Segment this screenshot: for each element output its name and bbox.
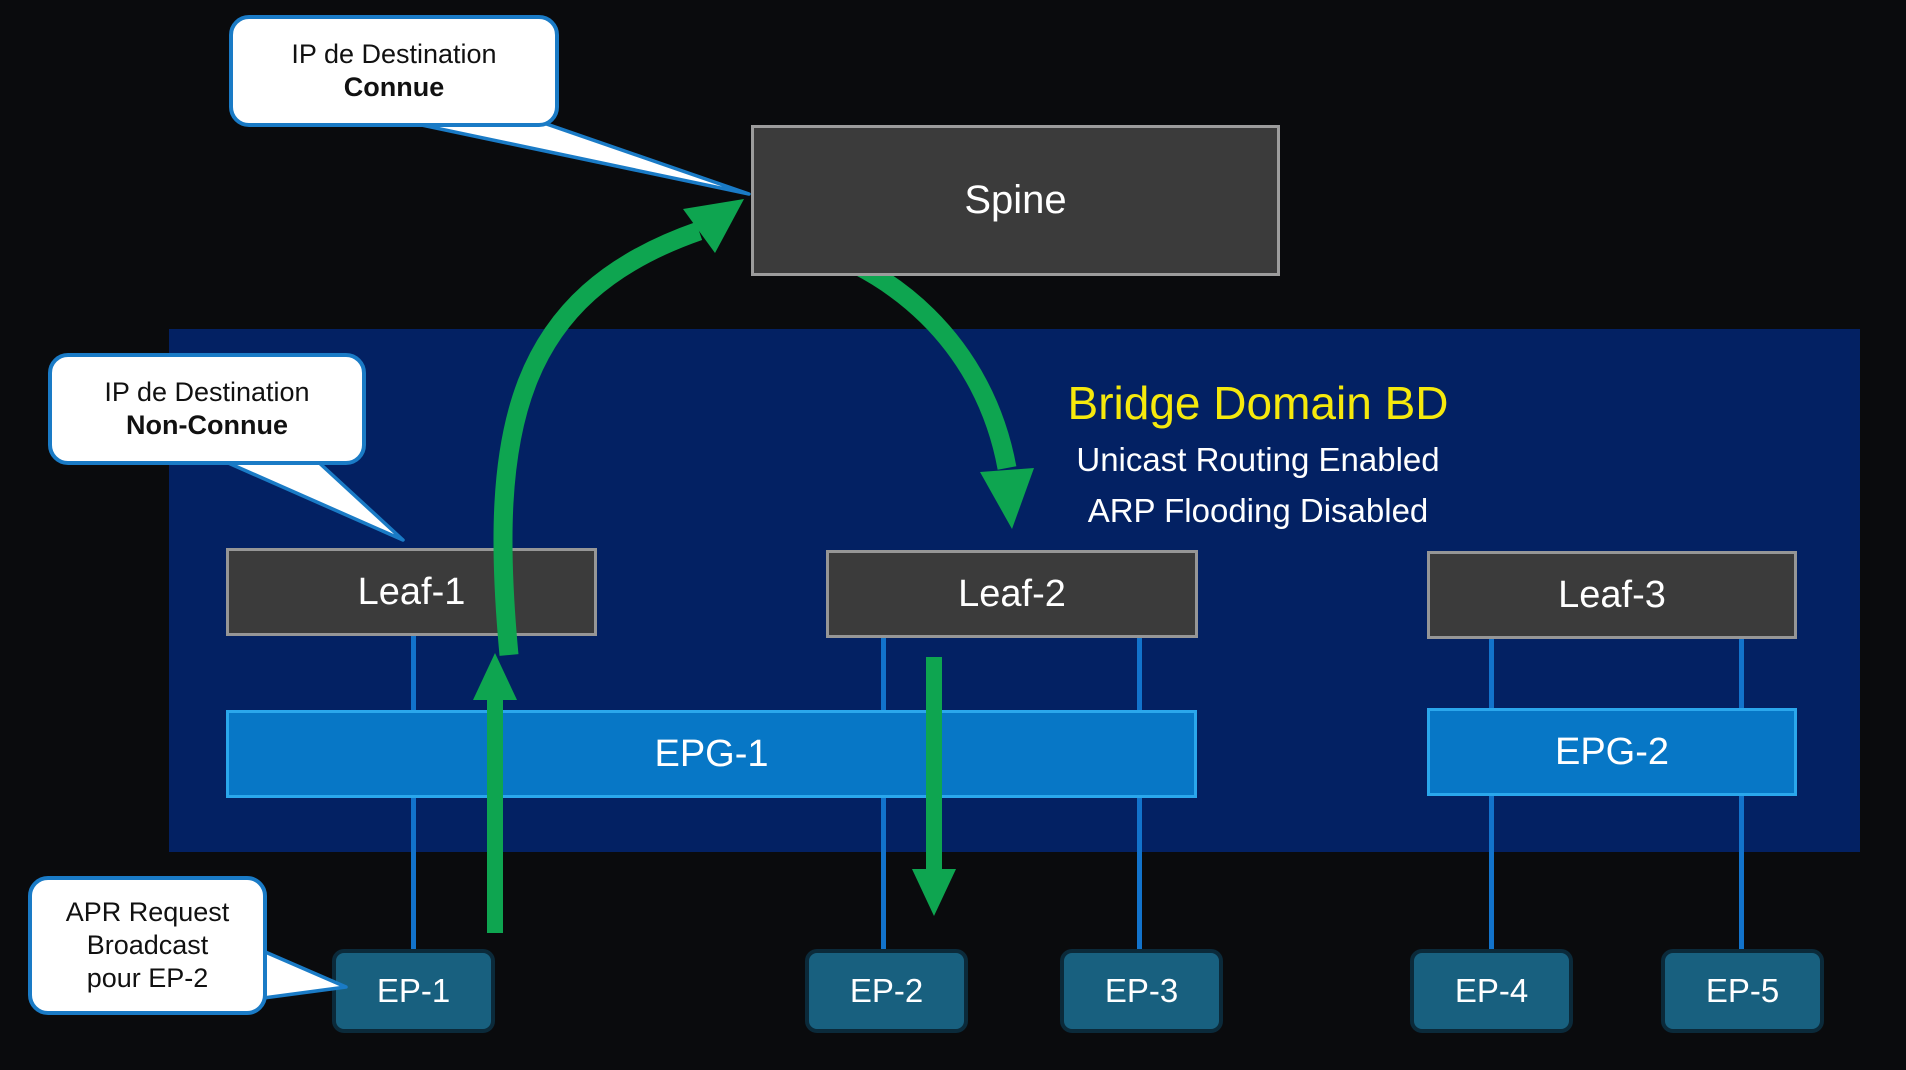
callout-non-connue-line2: Non-Connue	[126, 410, 288, 440]
epg2-bar: EPG-2	[1427, 708, 1797, 796]
arp-up-arrow-shaft	[487, 698, 503, 933]
callout-arp-request-line2: Broadcast	[86, 930, 209, 960]
ep2-node: EP-2	[805, 949, 968, 1033]
bridge-domain-title: Bridge Domain BD	[1067, 377, 1449, 429]
leaf1-to-spine-arc	[493, 222, 703, 656]
leaf1-to-spine-arc-head	[683, 199, 744, 253]
epg1-label: EPG-1	[654, 732, 769, 775]
callout-arp-request: APR Request Broadcast pour EP-2	[28, 876, 267, 1015]
leaf2-label: Leaf-2	[958, 572, 1066, 615]
bridge-domain-subtitle-unicast: Unicast Routing Enabled	[1076, 441, 1440, 478]
ep1-label: EP-1	[376, 972, 451, 1009]
callout-arp-request-line1: APR Request	[65, 897, 230, 927]
ep4-node: EP-4	[1410, 949, 1573, 1033]
arp-down-arrow-head	[912, 869, 956, 916]
callout-connue-line1: IP de Destination	[291, 39, 497, 69]
callout-tail-non-connue	[224, 457, 405, 542]
leaf3-label: Leaf-3	[1558, 573, 1666, 616]
callout-non-connue: IP de Destination Non-Connue	[48, 353, 366, 465]
ep5-node: EP-5	[1661, 949, 1824, 1033]
epg1-bar: EPG-1	[226, 710, 1197, 798]
ep3-node: EP-3	[1060, 949, 1223, 1033]
spine-label: Spine	[964, 178, 1067, 222]
arp-down-arrow-shaft	[926, 657, 942, 871]
leaf1-label: Leaf-1	[357, 570, 466, 613]
callout-connue: IP de Destination Connue	[229, 15, 559, 127]
ep2-label: EP-2	[849, 972, 924, 1009]
callout-arp-request-line3: pour EP-2	[86, 963, 209, 993]
spine-node: Spine	[751, 125, 1280, 276]
ep3-label: EP-3	[1104, 972, 1179, 1009]
bridge-domain-subtitle-arp: ARP Flooding Disabled	[1087, 492, 1429, 529]
leaf2-node: Leaf-2	[826, 550, 1198, 638]
leaf1-node: Leaf-1	[226, 548, 597, 636]
callout-tail-arp-request	[254, 949, 348, 1001]
spine-to-leaf2-arc-head	[980, 468, 1034, 529]
leaf3-node: Leaf-3	[1427, 551, 1797, 639]
epg2-label: EPG-2	[1554, 730, 1670, 773]
ep1-node: EP-1	[332, 949, 495, 1033]
callout-connue-line2: Connue	[343, 72, 445, 102]
ep4-label: EP-4	[1454, 972, 1529, 1009]
ep5-label: EP-5	[1705, 972, 1780, 1009]
callout-non-connue-line1: IP de Destination	[104, 377, 310, 407]
arp-up-arrow-head	[473, 653, 517, 700]
callout-tail-connue	[410, 118, 751, 196]
